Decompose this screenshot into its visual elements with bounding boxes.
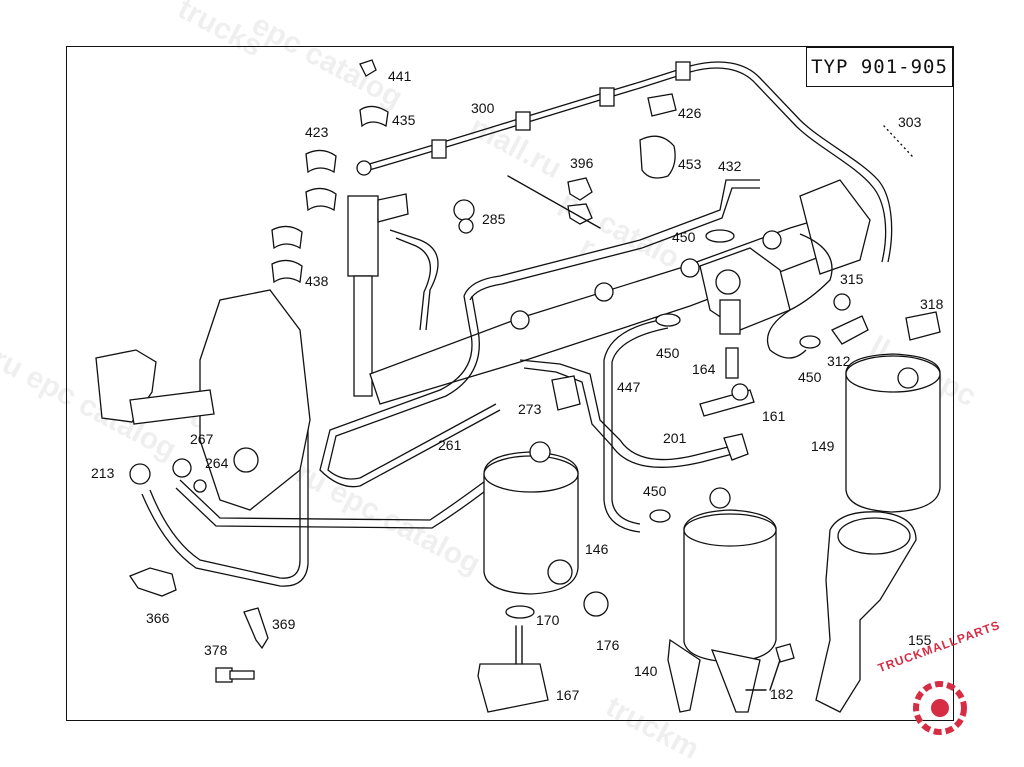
diagram-frame [66,46,954,721]
part-number-label[interactable]: 453 [678,156,702,172]
part-number-label[interactable]: 432 [718,158,742,174]
fuel-rail [369,179,871,405]
part-number-label[interactable]: 318 [920,296,944,312]
part-number-label[interactable]: 140 [634,663,658,679]
part-number-label[interactable]: 201 [663,430,687,446]
part-number-label[interactable]: 161 [762,408,786,424]
part-number-label[interactable]: 300 [471,100,495,116]
part-number-label[interactable]: 315 [840,271,864,287]
part-number-label[interactable]: 146 [585,541,609,557]
part-number-label[interactable]: 441 [388,68,412,84]
part-number-label[interactable]: 366 [146,610,170,626]
injection-line-300 [356,61,893,263]
fuel-filter-149 [845,353,941,513]
part-number-label[interactable]: 312 [827,353,851,369]
part-number-label[interactable]: 450 [643,483,667,499]
part-number-label[interactable]: 213 [91,465,115,481]
part-number-label[interactable]: 167 [556,687,580,703]
part-number-label[interactable]: 396 [570,155,594,171]
part-number-label[interactable]: 273 [518,401,542,417]
part-number-label[interactable]: 447 [617,379,641,395]
part-number-label[interactable]: 303 [898,114,922,130]
part-number-label[interactable]: 450 [672,229,696,245]
truckmallparts-logo [913,681,967,735]
injector [347,193,409,397]
part-number-label[interactable]: 285 [482,211,506,227]
part-number-label[interactable]: 450 [656,345,680,361]
part-number-label[interactable]: 450 [798,369,822,385]
clips-left [271,59,389,284]
part-number-label[interactable]: 261 [438,437,462,453]
part-number-label[interactable]: 176 [596,637,620,653]
part-number-label[interactable]: 182 [770,686,794,702]
part-number-label[interactable]: 267 [190,431,214,447]
fuel-filter-146 [483,441,579,595]
parts-diagram: trucks epc catalog mall.ru uckmall.ru ep… [0,0,1002,766]
part-number-label[interactable]: 264 [205,455,229,471]
high-pressure-pump [95,289,311,511]
part-number-label[interactable]: 170 [536,612,560,628]
parts-drawing [95,59,941,713]
part-number-label[interactable]: 369 [272,616,296,632]
bracket-155 [815,511,917,713]
part-number-label[interactable]: 426 [678,105,702,121]
part-number-label[interactable]: 438 [305,273,329,289]
part-number-label[interactable]: 164 [692,361,716,377]
part-number-label[interactable]: 149 [811,438,835,454]
part-number-label[interactable]: 423 [305,124,329,140]
part-number-label[interactable]: 435 [392,112,416,128]
part-number-label[interactable]: 155 [908,632,932,648]
part-number-label[interactable]: 378 [204,642,228,658]
type-designation-box: TYP 901-905 [806,47,953,87]
fuel-filter-140 [667,487,777,713]
